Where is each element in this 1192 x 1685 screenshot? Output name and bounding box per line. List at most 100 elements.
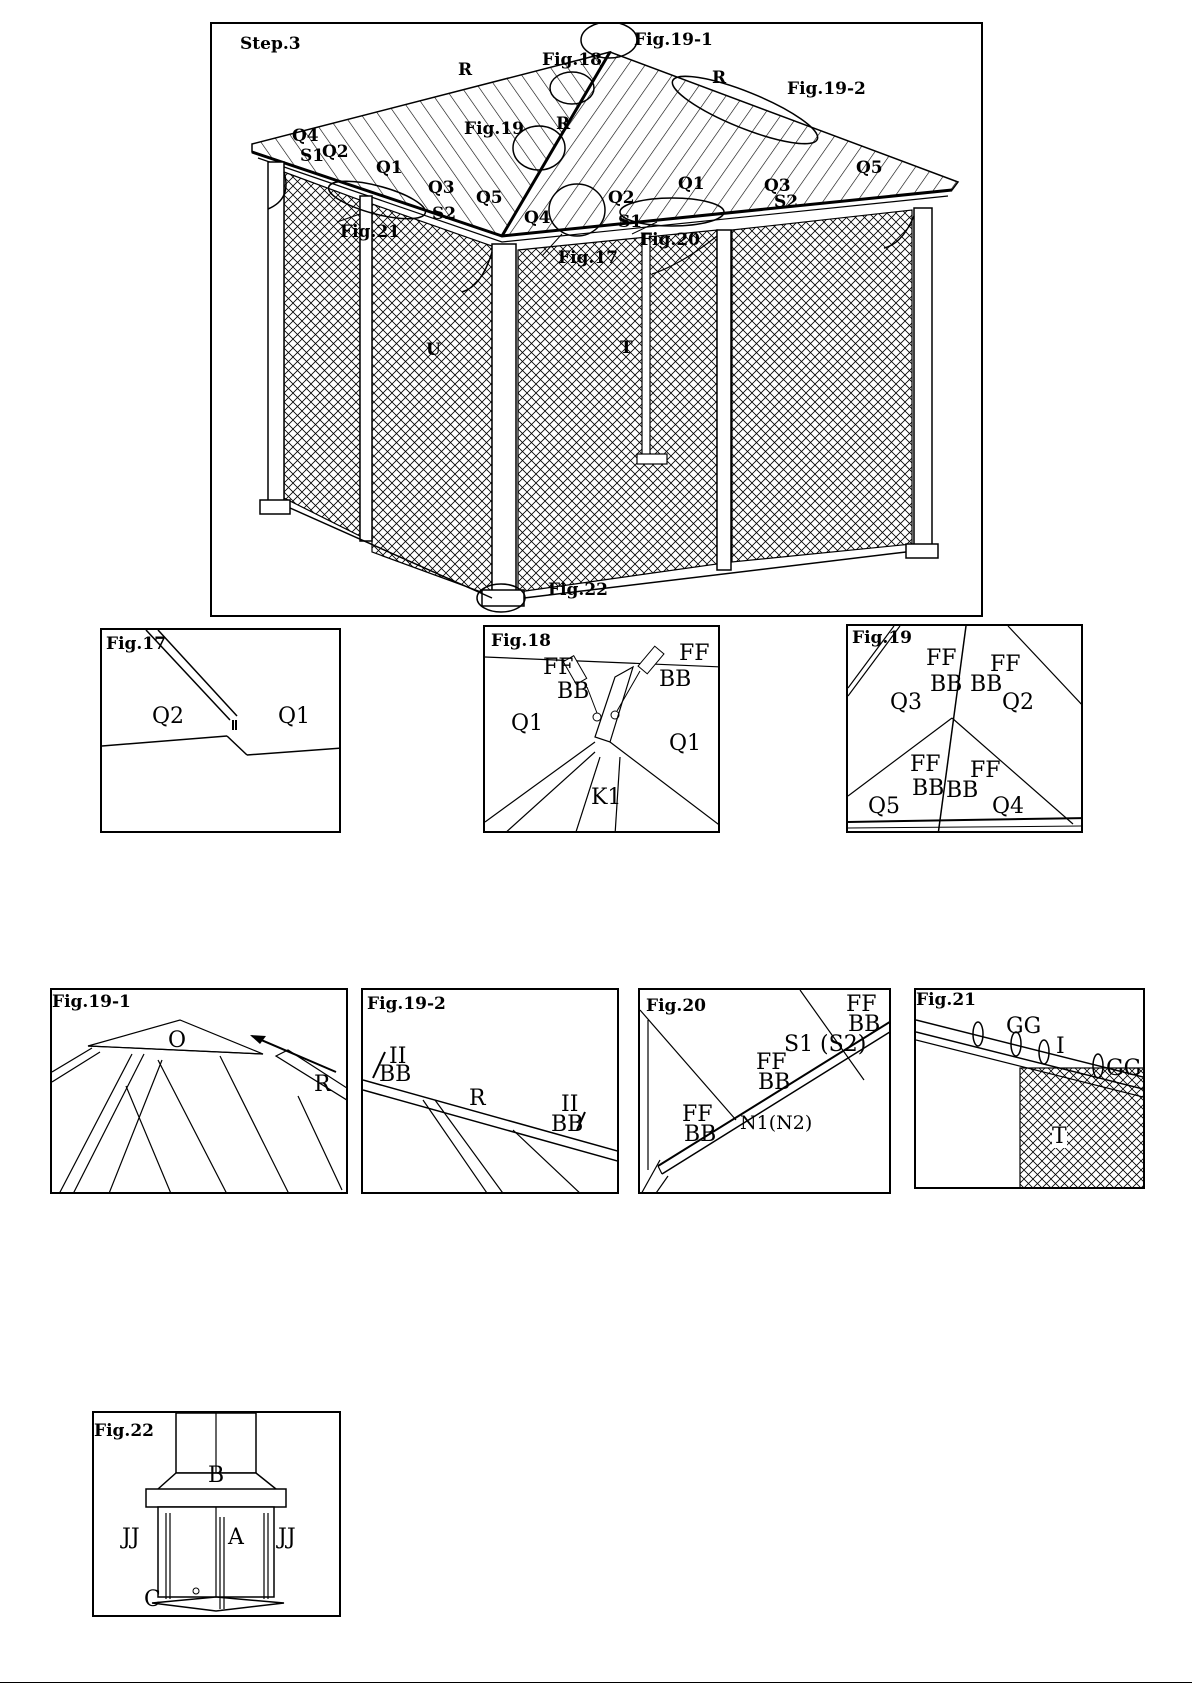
fig20-s1: S1 (S2) [784,1032,867,1057]
fig20-bb-top: BB [848,1012,881,1037]
fig19-2-title: Fig.19-2 [367,994,446,1014]
fig19-2-r: R [469,1086,486,1111]
fig19-2-panel: Fig.19-2 II BB R II BB [361,988,619,1194]
fig20-bb-low: BB [684,1122,717,1147]
fig17-title: Fig.17 [106,634,166,654]
part-r-left: R [458,60,473,80]
fig19-1-r: R [314,1072,331,1097]
fig18-ff-left: FF [543,655,574,680]
part-s2-left: S2 [432,204,457,224]
callout-fig18: Fig.18 [542,50,602,70]
fig19-2-ii-right: II [561,1092,579,1117]
part-q4-front: Q4 [524,208,551,228]
callout-fig19: Fig.19 [464,119,524,139]
part-s2-right: S2 [774,192,799,212]
gazebo-illustration [251,24,960,613]
fig19-2-drawing [363,1051,617,1192]
fig19-1-drawing [52,1019,346,1192]
page-bottom-rule [0,1682,1192,1683]
fig17-q1: Q1 [278,704,311,729]
fig19-2-bb-left: BB [379,1062,412,1087]
fig21-title: Fig.21 [916,990,976,1010]
fig21-drawing [916,1019,1143,1187]
fig19-q3: Q3 [890,690,923,715]
fig19-bb3: BB [912,776,945,801]
fig18-q1-left: Q1 [511,711,544,736]
fig19-bb4: BB [946,778,979,803]
part-q4-left: Q4 [292,126,319,146]
fig22-title: Fig.22 [94,1421,154,1441]
fig19-bb1: BB [930,672,963,697]
part-q2-front: Q2 [608,188,635,208]
fig18-k1: K1 [591,785,622,810]
fig22-b: B [208,1463,225,1488]
fig22-c: C [144,1587,161,1612]
fig19-1-title: Fig.19-1 [52,992,131,1012]
fig20-ff-mid: FF [756,1050,787,1075]
fig21-gg2: GG [1106,1056,1142,1081]
fig22-a: A [228,1525,244,1550]
part-r-right: R [712,68,727,88]
part-q1-left: Q1 [376,158,403,178]
fig17-panel: Fig.17 Q2 Q1 [100,628,341,833]
fig22-jj-left: JJ [122,1525,140,1550]
part-u-curtain: U [426,340,441,360]
fig20-drawing [640,990,889,1192]
fig21-t: T [1052,1124,1067,1149]
step3-overview-panel: Step.3 Fig.19-1 Fig.18 Fig.19-2 Fig.19 F… [210,22,983,617]
fig20-ff-top: FF [846,992,877,1017]
part-r-center: R [556,114,571,134]
fig17-drawing [102,630,339,756]
fig19-q2: Q2 [1002,690,1035,715]
fig18-ff-right: FF [679,641,710,666]
part-q3-right: Q3 [764,176,791,196]
fig19-ff1: FF [926,646,957,671]
fig18-q1-right: Q1 [669,731,702,756]
fig19-2-ii-left: II [389,1044,407,1069]
part-q1-right: Q1 [678,174,705,194]
callout-fig17: Fig.17 [558,248,618,268]
part-q5-front: Q5 [476,188,503,208]
part-s1-front: S1 [618,212,643,232]
fig17-q2: Q2 [152,704,185,729]
part-q2-left: Q2 [322,142,349,162]
fig21-gg1: GG [1006,1014,1042,1039]
fig18-bb-left: BB [557,679,590,704]
fig19-1-o: O [168,1028,187,1053]
fig19-title: Fig.19 [852,628,912,648]
callout-fig19-1: Fig.19-1 [634,30,713,50]
fig20-panel: Fig.20 FF BB S1 (S2) FF BB FF BB N1(N2) [638,988,891,1194]
fig22-drawing [145,1413,287,1612]
fig19-1-panel: Fig.19-1 O R [50,988,348,1194]
fig20-bb-mid: BB [758,1070,791,1095]
part-t-curtain: T [620,338,633,358]
fig21-i: I [1056,1034,1065,1059]
fig19-bb2: BB [970,672,1003,697]
fig19-q5: Q5 [868,794,901,819]
callout-fig22: Fig.22 [548,580,608,600]
fig21-panel: Fig.21 GG I GG T [914,988,1145,1189]
fig19-2-bb-right: BB [551,1112,584,1137]
fig20-n1: N1(N2) [740,1112,813,1134]
callout-fig19-2: Fig.19-2 [787,79,866,99]
step-label: Step.3 [240,34,301,54]
fig22-jj-right: JJ [278,1525,296,1550]
fig19-q4: Q4 [992,794,1025,819]
fig20-ff-low: FF [682,1102,713,1127]
fig22-panel: Fig.22 B JJ A JJ C [92,1411,341,1617]
callout-fig21: Fig.21 [340,222,400,242]
part-q5-right: Q5 [856,158,883,178]
callout-fig20: Fig.20 [640,230,700,250]
part-s1-left: S1 [300,146,325,166]
fig18-bb-right: BB [659,667,692,692]
fig19-panel: Fig.19 FF FF BB BB Q3 Q2 FF FF BB BB Q5 … [846,624,1083,833]
fig18-title: Fig.18 [491,631,551,651]
fig19-ff2: FF [990,652,1021,677]
fig18-panel: Fig.18 FF BB FF BB Q1 Q1 K1 [483,625,720,833]
fig19-drawing [848,626,1081,831]
part-q3-left: Q3 [428,178,455,198]
fig20-title: Fig.20 [646,996,706,1016]
fig18-drawing [485,645,718,831]
fig19-ff4: FF [970,758,1001,783]
fig19-ff3: FF [910,752,941,777]
